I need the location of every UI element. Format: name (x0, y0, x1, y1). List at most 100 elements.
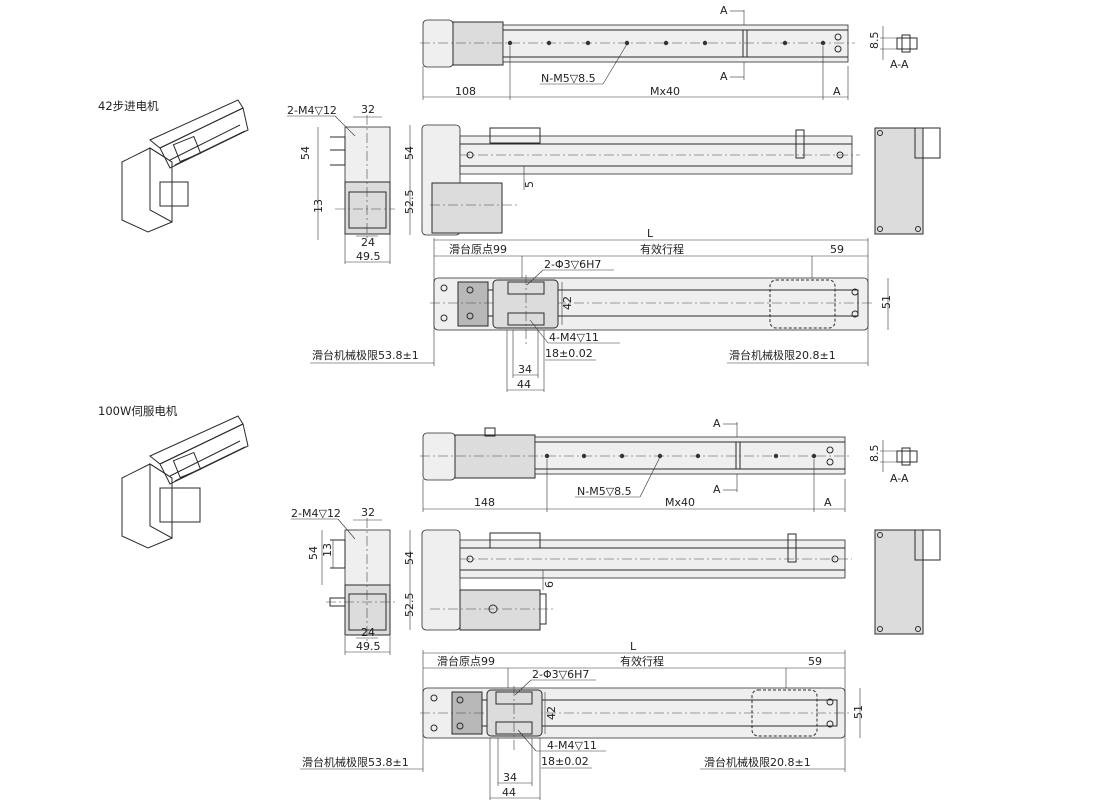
width-34: 34 (518, 363, 532, 376)
top-view: A A 108 Mx40 A N-M5▽8.5 (420, 4, 855, 100)
section-title: A-A (890, 472, 909, 485)
end-height-upper: 54 (299, 146, 312, 160)
motor-length: 108 (455, 85, 476, 98)
pin-label: 2-Φ3▽6H7 (544, 258, 601, 271)
tap-label: 4-M4▽11 (549, 331, 599, 344)
iso-illustration (121, 415, 249, 549)
end-offset: 13 (312, 199, 325, 213)
end-mount-depth: 12 (327, 507, 341, 520)
pin-label: 2-Φ3▽6H7 (532, 668, 589, 681)
end-width-bottom: 49.5 (356, 640, 381, 653)
pin-depth: 6H7 (567, 668, 589, 681)
front-height-upper: 54 (403, 551, 416, 565)
front-height-lower: 52.5 (403, 593, 416, 618)
depth-symbol: ▽ (570, 72, 579, 85)
limit-right: 滑台机械极限20.8±1 (729, 348, 836, 362)
end-mount-spec: 2-M4 (287, 104, 314, 117)
plan-view: L 滑台原点99 有效行程 59 51 42 2-Φ3▽6H7 4-M4▽11 (300, 640, 865, 800)
cut-marker-top: A (720, 4, 728, 17)
tap-depth: 11 (583, 739, 597, 752)
pin-spec: 2-Φ3 (544, 258, 571, 271)
end-mount-label: 2-M4▽12 (287, 104, 337, 117)
end-mount-depth: 12 (323, 104, 337, 117)
stroke-label: 有效行程 (640, 242, 684, 256)
end-length: 59 (808, 655, 822, 668)
end-width-mid: 24 (361, 236, 375, 249)
iso-illustration (121, 99, 249, 233)
width-44: 44 (502, 786, 516, 799)
plan-view: L 滑台原点99 有效行程 59 51 42 2-Φ3▽6H7 (310, 227, 893, 392)
holes-spec: N-M5 (541, 72, 570, 85)
holes-label: N-M5▽8.5 (541, 72, 596, 85)
motor-label: 100W伺服电机 (98, 404, 178, 418)
width-44: 44 (517, 378, 531, 391)
motor-label: 42步进电机 (98, 99, 159, 113)
section-a-a: 8.5 A-A (868, 26, 918, 71)
end-height-upper: 54 (307, 546, 320, 560)
plan-width: 51 (852, 705, 865, 719)
front-height-lower: 52.5 (403, 190, 416, 215)
section-title: A-A (890, 58, 909, 71)
depth-symbol: ▽ (318, 507, 327, 520)
width-34: 34 (503, 771, 517, 784)
depth-symbol: ▽ (559, 668, 568, 681)
depth-symbol: ▽ (606, 485, 615, 498)
pin-depth: 6H7 (579, 258, 601, 271)
end-label: A (833, 85, 841, 98)
front-gap: 6 (543, 581, 556, 588)
motor-length: 148 (474, 496, 495, 509)
total-length: L (630, 640, 637, 653)
end-view: 32 2-M4▽12 54 13 24 49.5 (291, 506, 395, 655)
cut-marker-bottom: A (713, 483, 721, 496)
tap-depth: 11 (585, 331, 599, 344)
section-height: 8.5 (868, 32, 881, 50)
depth-symbol: ▽ (574, 739, 583, 752)
limit-right: 滑台机械极限20.8±1 (704, 755, 811, 769)
side-view (874, 127, 941, 235)
stroke-label: 有效行程 (620, 654, 664, 668)
tap-spec: 4-M4 (549, 331, 576, 344)
section-stepper: 42步进电机 A A (98, 4, 941, 392)
plan-width: 51 (880, 295, 893, 309)
front-view: 54 52.5 5 (403, 124, 860, 236)
home-label: 滑台原点99 (437, 654, 495, 668)
pin-spec: 2-Φ3 (532, 668, 559, 681)
home-label: 滑台原点99 (449, 242, 507, 256)
holes-spec: N-M5 (577, 485, 606, 498)
carriage-height: 42 (545, 706, 558, 720)
limit-left: 滑台机械极限53.8±1 (312, 348, 419, 362)
tap-label: 4-M4▽11 (547, 739, 597, 752)
end-mount-spec: 2-M4 (291, 507, 318, 520)
section-height: 8.5 (868, 445, 881, 463)
pitch-label: Mx40 (665, 496, 695, 509)
end-offset: 13 (321, 543, 334, 557)
end-mount-label: 2-M4▽12 (291, 507, 341, 520)
side-view (874, 529, 941, 635)
section-a-a: 8.5 A-A (868, 440, 918, 485)
depth-symbol: ▽ (314, 104, 323, 117)
tap-spec: 4-M4 (547, 739, 574, 752)
end-width-mid: 24 (361, 626, 375, 639)
depth-symbol: ▽ (576, 331, 585, 344)
end-view: 32 2-M4▽12 54 13 24 49.5 (287, 103, 395, 264)
spacing-label: 18±0.02 (545, 347, 593, 360)
spacing-label: 18±0.02 (541, 755, 589, 768)
end-width-top: 32 (361, 103, 375, 116)
top-view: A A 148 Mx40 A N-M5▽8.5 (420, 417, 852, 512)
end-label: A (824, 496, 832, 509)
front-height-upper: 54 (403, 146, 416, 160)
section-servo: 100W伺服电机 A A (98, 404, 941, 800)
pitch-label: Mx40 (650, 85, 680, 98)
end-width-top: 32 (361, 506, 375, 519)
holes-depth: 8.5 (614, 485, 632, 498)
limit-left: 滑台机械极限53.8±1 (302, 755, 409, 769)
end-width-bottom: 49.5 (356, 250, 381, 263)
total-length: L (647, 227, 654, 240)
cut-marker-top: A (713, 417, 721, 430)
end-length: 59 (830, 243, 844, 256)
carriage-height: 42 (561, 296, 574, 310)
front-gap: 5 (523, 181, 536, 188)
front-view: 54 52.5 6 (403, 529, 852, 631)
